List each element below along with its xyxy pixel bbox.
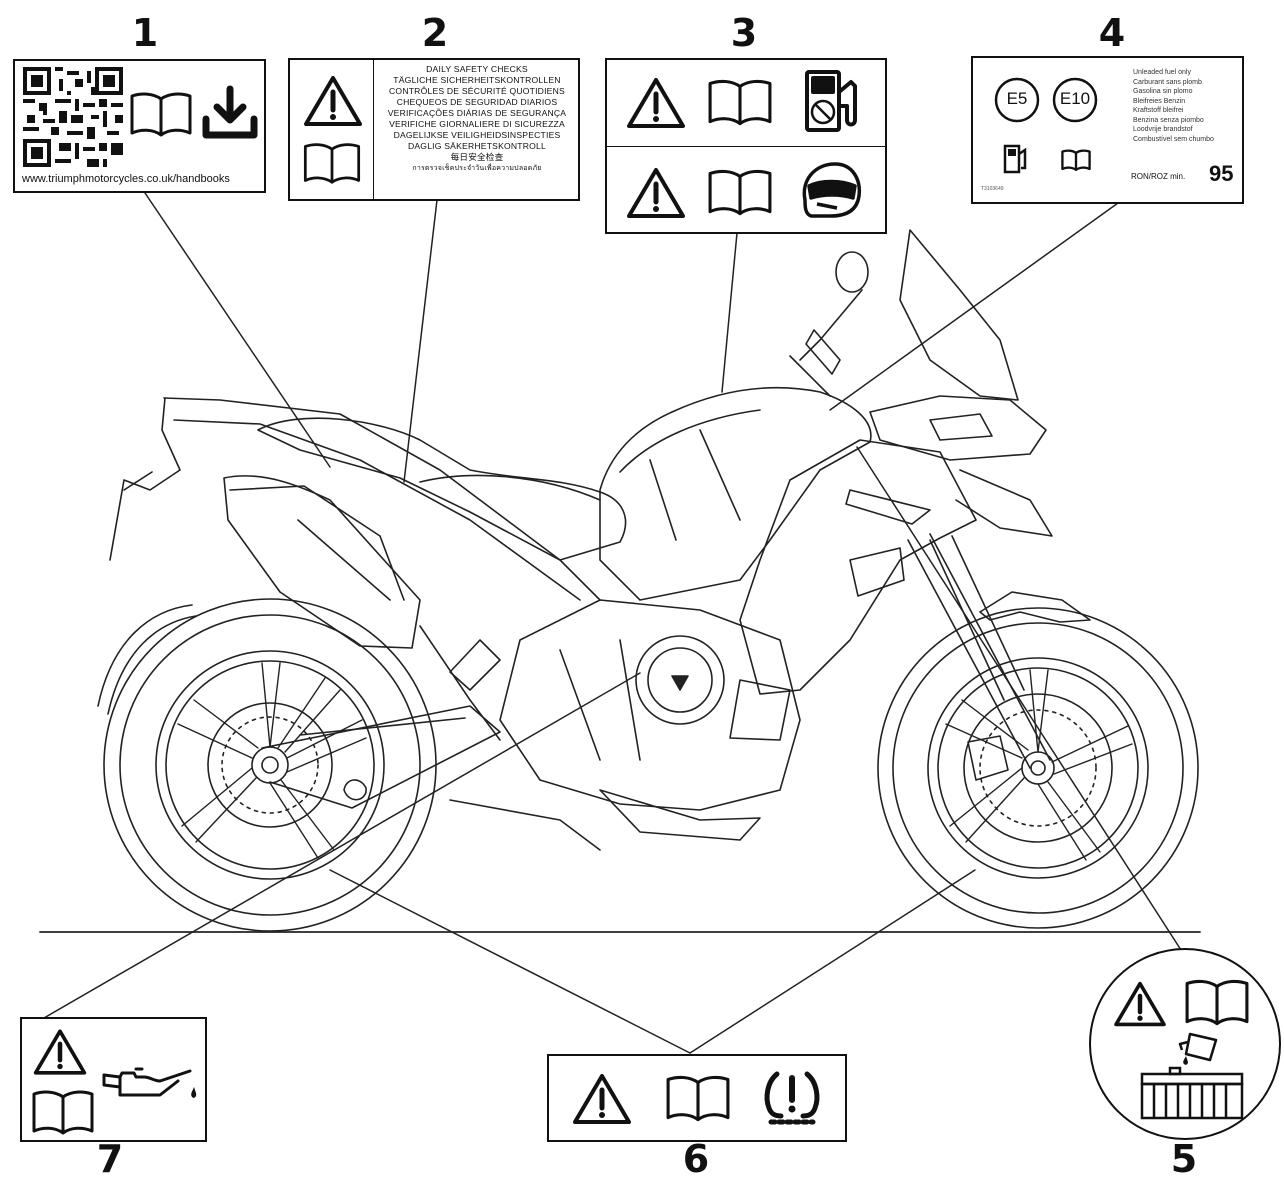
- label-number-5: 5: [1170, 1137, 1198, 1181]
- fuel-line: Unleaded fuel only: [1133, 69, 1191, 76]
- engine: [499, 599, 801, 841]
- rear-subframe: [109, 397, 601, 649]
- qr-code-icon: [23, 67, 123, 167]
- fuel-line: Combustível sem chumbo: [1133, 135, 1214, 143]
- label-7-engine-oil: [20, 1017, 207, 1142]
- seat: [257, 417, 627, 561]
- safety-check-line: DAGELIJKSE VEILIGHEIDSINSPECTIES: [393, 130, 561, 140]
- fuel-line: Bleifreies Benzin: [1133, 97, 1186, 105]
- fuel-pump-icon: [1003, 144, 1027, 174]
- front-mudguard: [979, 591, 1091, 623]
- safety-check-line: CHEQUEOS DE SEGURIDAD DIARIOS: [396, 97, 558, 107]
- fuel-line: Loodvrije brandstof: [1133, 126, 1193, 133]
- front-wheel: [877, 607, 1199, 929]
- sidestand: [419, 625, 601, 851]
- safety-check-line: การตรวจเช็คประจำวันเพื่อความปลอดภัย: [412, 165, 542, 172]
- fuel-line: Gasolina sin plomo: [1133, 88, 1193, 95]
- label-2-daily-safety-checks: DAILY SAFETY CHECKS TÄGLICHE SICHERHEITS…: [288, 58, 580, 201]
- oil-can-icon: [102, 1067, 197, 1098]
- e5-badge: [994, 77, 1040, 123]
- radiator-icon: [1140, 1066, 1244, 1120]
- safety-check-line: VERIFICAÇÕES DIÁRIAS DE SEGURANÇA: [387, 108, 567, 118]
- headlight: [869, 395, 1047, 461]
- warning-icon: [33, 1029, 87, 1075]
- front-forks: [907, 533, 1051, 769]
- safety-check-line: CONTRÔLES DE SÉCURITÉ QUOTIDIENS: [389, 86, 565, 96]
- part-code: T3103649: [981, 186, 1004, 192]
- fuel-line: Kraftstoff bleifrei: [1133, 107, 1184, 114]
- fuel-line: Carburant sans plomb: [1133, 78, 1202, 86]
- handbook-icon: [32, 1090, 94, 1135]
- windscreen: [899, 229, 1019, 401]
- coolant-icon: [1178, 1032, 1218, 1065]
- warning-icon: [304, 76, 362, 126]
- label-number-7: 7: [96, 1137, 124, 1181]
- rear-mudguard: [97, 604, 197, 715]
- ron-label: RON/ROZ min.: [1131, 172, 1186, 181]
- handbook-icon: [708, 169, 772, 216]
- e10-badge: [1052, 77, 1098, 123]
- mirror: [789, 251, 869, 397]
- helmet-icon: [802, 162, 862, 218]
- handbook-icon: [303, 143, 361, 184]
- label-number-4: 4: [1098, 11, 1126, 55]
- side-fairing: [739, 439, 977, 695]
- handbook-icon: [1061, 149, 1091, 172]
- e10-badge-text: E10: [1059, 89, 1091, 108]
- ron-value: 95: [1209, 161, 1234, 186]
- no-fuel-icon: [805, 70, 857, 132]
- label-number-2: 2: [421, 11, 449, 55]
- label-1-handbook-qr: www.triumphmotorcycles.co.uk/handbooks: [13, 59, 266, 193]
- label-4-fuel-grade: E5 E10 Unleaded fuel only Carburant sans…: [971, 56, 1244, 204]
- e5-badge-text: E5: [1006, 89, 1028, 108]
- label-number-1: 1: [131, 11, 159, 55]
- fuel-tank: [599, 386, 872, 601]
- label-3-fuel-helmet: [605, 58, 887, 234]
- warning-icon: [573, 1074, 631, 1124]
- tyre-pressure-icon: [764, 1071, 820, 1125]
- swingarm: [261, 705, 501, 809]
- safety-check-line: VERIFICHE GIORNALIERE DI SICUREZZA: [389, 119, 565, 129]
- handbook-icon: [708, 79, 772, 126]
- handbook-url: www.triumphmotorcycles.co.uk/handbooks: [22, 173, 230, 185]
- handbook-icon: [1185, 979, 1249, 1026]
- safety-check-line: 每日安全检查: [450, 152, 504, 162]
- fuel-line: Benzina senza piombo: [1133, 116, 1204, 124]
- download-icon: [202, 85, 258, 139]
- label-6-tyre-pressure: [547, 1054, 847, 1142]
- leader-lines: [43, 192, 1182, 1054]
- unleaded-fuel-text: Unleaded fuel only Carburant sans plomb …: [1133, 68, 1214, 144]
- label-number-6: 6: [682, 1137, 710, 1181]
- safety-check-line: DAILY SAFETY CHECKS: [426, 64, 528, 74]
- rear-wheel: [103, 598, 437, 932]
- label-number-3: 3: [730, 11, 758, 55]
- safety-check-line: TÄGLICHE SICHERHEITSKONTROLLEN: [393, 75, 561, 85]
- safety-check-text: DAILY SAFETY CHECKS TÄGLICHE SICHERHEITS…: [376, 64, 578, 174]
- handbook-icon: [666, 1075, 730, 1122]
- safety-check-line: DAGLIG SÄKERHETSKONTROLL: [407, 141, 547, 151]
- warning-icon: [627, 78, 685, 128]
- warning-icon: [627, 168, 685, 218]
- handbook-icon: [130, 92, 192, 137]
- warning-icon: [1114, 981, 1166, 1027]
